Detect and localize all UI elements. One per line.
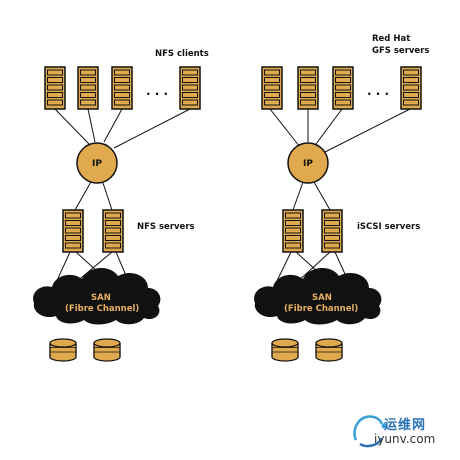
right-disk-2	[315, 338, 343, 362]
nfs-server-1	[62, 209, 84, 253]
right-san-cloud	[254, 268, 382, 325]
right-ip-label: IP	[303, 159, 313, 169]
right-san-sub-label: (Fibre Channel)	[284, 304, 358, 314]
left-disk-1	[49, 338, 77, 362]
right-gfs-topology: . . . Red Hat GFS servers IP iSCSI serve…	[254, 34, 429, 362]
gfs-server-1	[261, 66, 283, 110]
gfs-servers-label-line1: Red Hat	[372, 34, 410, 44]
left-disk-2	[93, 338, 121, 362]
nfs-client-server-3	[111, 66, 133, 110]
left-links	[54, 108, 191, 286]
left-san-label: SAN	[91, 293, 111, 303]
left-nfs-topology: . . . NFS clients IP NFS servers SAN (Fi…	[33, 49, 209, 362]
gfs-servers-label-line2: GFS servers	[372, 46, 429, 56]
right-ellipsis: . . .	[367, 84, 389, 98]
watermark: 运维网 iyunv.com	[350, 410, 450, 452]
right-disks	[271, 338, 343, 362]
left-ellipsis: . . .	[146, 84, 168, 98]
right-disk-1	[271, 338, 299, 362]
watermark-site-text: iyunv.com	[374, 432, 436, 446]
watermark-chinese-text: 运维网	[384, 418, 427, 433]
iscsi-server-1	[282, 209, 304, 253]
left-san-cloud	[33, 268, 161, 325]
left-ip-label: IP	[92, 159, 102, 169]
gfs-server-3	[332, 66, 354, 110]
nfs-servers-label: NFS servers	[137, 222, 195, 232]
gfs-server-2	[297, 66, 319, 110]
cloud-logo-icon	[353, 415, 387, 448]
iscsi-server-2	[321, 209, 343, 253]
nfs-client-server-4	[179, 66, 201, 110]
gfs-server-4	[400, 66, 422, 110]
nfs-server-2	[102, 209, 124, 253]
nfs-clients-label: NFS clients	[155, 49, 209, 59]
right-san-label: SAN	[312, 293, 332, 303]
left-disks	[49, 338, 121, 362]
left-san-sub-label: (Fibre Channel)	[65, 304, 139, 314]
left-client-racks	[44, 66, 201, 110]
nfs-client-server-2	[77, 66, 99, 110]
iscsi-servers-label: iSCSI servers	[357, 222, 420, 232]
right-server-racks	[282, 209, 343, 253]
left-server-racks	[62, 209, 124, 253]
right-client-racks	[261, 66, 422, 110]
left-ip-hub	[76, 142, 118, 184]
nfs-client-server-1	[44, 66, 66, 110]
right-ip-hub	[287, 142, 329, 184]
right-links	[269, 108, 411, 286]
